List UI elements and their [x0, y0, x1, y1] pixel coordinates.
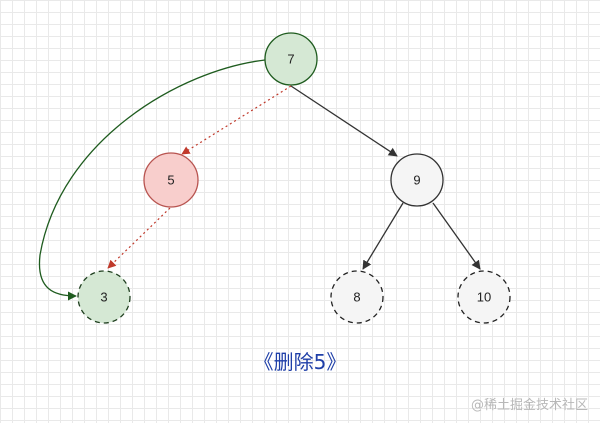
node-3-label: 3	[100, 290, 107, 305]
node-5-label: 5	[167, 173, 174, 188]
node-5: 5	[143, 152, 199, 208]
diagram-caption: 《删除5》	[253, 350, 347, 374]
edge-9-to-10	[432, 202, 481, 270]
edge-7-to-9	[290, 85, 398, 157]
node-7-label: 7	[287, 52, 294, 67]
node-10: 10	[457, 270, 511, 324]
edge-7-to-3-curved	[38, 59, 266, 301]
node-9-label: 9	[413, 173, 420, 188]
edge-9-to-8	[362, 202, 404, 270]
node-8: 8	[330, 270, 384, 324]
node-8-label: 8	[353, 290, 360, 305]
edge-7-to-5-dotted	[181, 85, 292, 155]
node-10-label: 10	[477, 290, 491, 305]
edge-5-to-3-dotted	[107, 207, 171, 269]
node-3: 3	[77, 270, 131, 324]
watermark: @稀土掘金技术社区	[470, 398, 588, 413]
node-7: 7	[264, 32, 318, 86]
node-9: 9	[390, 153, 444, 207]
